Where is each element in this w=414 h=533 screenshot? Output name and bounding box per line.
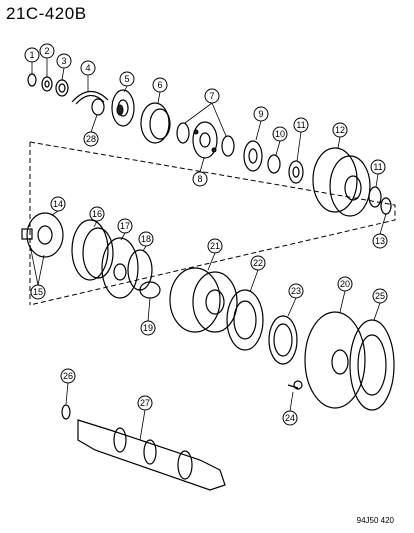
svg-text:17: 17 — [120, 221, 130, 231]
callout-26: 26 — [60, 368, 76, 384]
svg-text:21: 21 — [210, 241, 220, 251]
alignment-line — [29, 141, 396, 306]
washer-2 — [41, 76, 53, 92]
callout-8: 8 — [192, 171, 208, 187]
svg-text:10: 10 — [275, 129, 285, 139]
callout-22: 22 — [250, 255, 266, 271]
callout-27: 27 — [137, 395, 153, 411]
output-shaft-27 — [77, 419, 226, 491]
svg-text:22: 22 — [253, 258, 263, 268]
callout-11-lower: 11 — [370, 159, 386, 175]
snap-ring-13 — [380, 197, 392, 215]
callout-7: 7 — [204, 88, 220, 104]
callout-16: 16 — [89, 206, 105, 222]
callout-5: 5 — [119, 71, 135, 87]
svg-text:14: 14 — [53, 199, 63, 209]
svg-text:11: 11 — [373, 162, 382, 172]
plates-16 — [71, 219, 114, 281]
callout-17: 17 — [117, 218, 133, 234]
svg-text:8: 8 — [197, 174, 202, 184]
svg-text:28: 28 — [86, 134, 96, 144]
clutch-drum-12 — [312, 147, 371, 217]
callout-6: 6 — [152, 77, 168, 93]
callout-12: 12 — [332, 122, 348, 138]
washer-28 — [91, 98, 105, 116]
svg-text:15: 15 — [33, 287, 43, 297]
svg-text:1: 1 — [29, 50, 34, 60]
svg-text:6: 6 — [157, 80, 162, 90]
bearing-3 — [55, 79, 69, 97]
svg-text:20: 20 — [340, 279, 350, 289]
bolt-24 — [287, 380, 303, 390]
pump-20 — [304, 311, 366, 409]
gear-9 — [243, 140, 263, 172]
svg-text:4: 4 — [85, 63, 90, 73]
callout-2: 2 — [39, 43, 55, 59]
callout-11-upper: 11 — [293, 117, 309, 133]
seal-18 — [127, 249, 153, 291]
figure-code: 94J50 420 — [356, 516, 394, 525]
ring-11a — [288, 160, 304, 184]
washer-10 — [267, 154, 281, 174]
sprag-23 — [268, 315, 298, 365]
callout-15: 15 — [30, 284, 46, 300]
callout-4: 4 — [80, 60, 96, 76]
callout-18: 18 — [138, 231, 154, 247]
snap-ring-1 — [27, 73, 37, 87]
svg-text:23: 23 — [291, 286, 301, 296]
callout-23: 23 — [288, 283, 304, 299]
callout-1: 1 — [24, 47, 40, 63]
callout-9: 9 — [253, 106, 269, 122]
svg-text:2: 2 — [44, 46, 49, 56]
callout-28: 28 — [83, 131, 99, 147]
washer-26 — [61, 404, 71, 420]
clutch-21 — [169, 267, 238, 333]
hub-14 — [21, 212, 64, 258]
piston-17 — [101, 237, 139, 299]
gear-5 — [111, 89, 135, 127]
svg-text:7: 7 — [209, 91, 214, 101]
svg-text:16: 16 — [92, 209, 102, 219]
svg-text:25: 25 — [375, 291, 385, 301]
callout-24: 24 — [282, 410, 298, 426]
plate-22 — [226, 289, 264, 351]
callout-13: 13 — [372, 233, 388, 249]
diagram-code: 21C-420B — [6, 4, 87, 23]
svg-text:3: 3 — [61, 56, 66, 66]
svg-text:18: 18 — [141, 234, 151, 244]
svg-text:26: 26 — [63, 371, 73, 381]
ring-7b — [221, 135, 235, 157]
drum-6 — [140, 102, 171, 144]
svg-text:27: 27 — [140, 398, 150, 408]
callout-25: 25 — [372, 288, 388, 304]
callout-3: 3 — [56, 53, 72, 69]
svg-text:13: 13 — [375, 236, 385, 246]
callout-19: 19 — [140, 320, 156, 336]
svg-text:11: 11 — [296, 120, 305, 130]
svg-text:12: 12 — [335, 125, 345, 135]
callout-10: 10 — [272, 126, 288, 142]
housing-25 — [349, 319, 395, 411]
ring-7a — [176, 122, 190, 144]
ring-11b — [368, 186, 382, 208]
callout-14: 14 — [50, 196, 66, 212]
leaders — [29, 58, 387, 441]
svg-text:24: 24 — [285, 413, 295, 423]
svg-text:9: 9 — [258, 109, 263, 119]
carrier-8 — [192, 121, 218, 159]
svg-text:5: 5 — [124, 74, 129, 84]
svg-text:19: 19 — [143, 323, 153, 333]
callout-21: 21 — [207, 238, 223, 254]
callout-20: 20 — [337, 276, 353, 292]
